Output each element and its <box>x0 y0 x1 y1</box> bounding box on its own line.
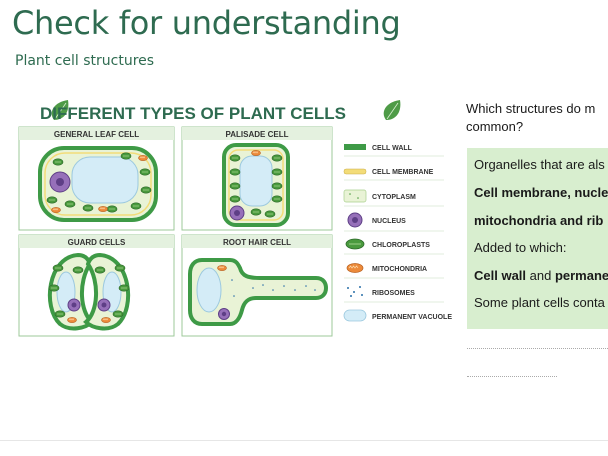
legend-label-cell-wall: CELL WALL <box>372 145 413 152</box>
answer-line-1: Organelles that are als <box>474 157 605 172</box>
panel-label-guard: GUARD CELLS <box>68 238 126 247</box>
answer-cell-wall: Cell wall <box>474 268 527 283</box>
answer-line-2: Cell membrane, nucle <box>474 185 608 200</box>
slide-subtitle: Plant cell structures <box>15 53 155 69</box>
legend: CELL WALL CELL MEMBRANE CYTOPLASM NUCLEU… <box>343 144 452 322</box>
answer-and: and <box>526 268 555 283</box>
panel-general-leaf-cell: GENERAL LEAF CELL <box>18 126 175 231</box>
plant-cells-figure: DIFFERENT TYPES OF PLANT CELLS GENERAL L… <box>18 100 452 337</box>
answer-box: Organelles that are als Cell membrane, n… <box>467 148 608 329</box>
legend-label-ribosomes: RIBOSOMES <box>372 290 415 297</box>
question-line-2: common? <box>466 119 524 134</box>
chloroplast-icon <box>345 238 365 250</box>
mitochondria-icon <box>346 263 364 273</box>
question-line-1: Which structures do m <box>466 101 596 116</box>
dotted-line-2 <box>467 376 557 377</box>
legend-label-nucleus: NUCLEUS <box>372 218 406 225</box>
question-text: Which structures do m common? <box>466 100 608 136</box>
figure-heading: DIFFERENT TYPES OF PLANT CELLS <box>40 104 346 123</box>
cell-wall-icon <box>344 144 366 150</box>
answer-line-3: mitochondria and rib <box>474 213 604 228</box>
legend-label-permanent-vacuole: PERMANENT VACUOLE <box>372 314 452 321</box>
answer-line-4: Added to which: <box>474 240 567 255</box>
leaf-left-icon <box>51 100 69 120</box>
panel-label-palisade: PALISADE CELL <box>226 130 289 139</box>
answer-line-6: Some plant cells conta <box>474 295 605 310</box>
cell-membrane-icon <box>343 168 367 175</box>
panel-label-leaf: GENERAL LEAF CELL <box>54 130 139 139</box>
cytoplasm-icon <box>343 189 367 203</box>
legend-label-cell-membrane: CELL MEMBRANE <box>372 169 434 176</box>
dotted-line-1 <box>467 348 608 349</box>
nucleus-icon <box>347 212 363 228</box>
slide-bottom-edge <box>0 440 608 441</box>
leaf-right-icon <box>383 100 401 120</box>
answer-permanent: permane <box>554 268 608 283</box>
panel-label-root: ROOT HAIR CELL <box>223 238 291 247</box>
ribosome-icon <box>347 286 363 297</box>
answer-line-5: Cell wall and permane <box>474 268 608 283</box>
legend-label-chloroplasts: CHLOROPLASTS <box>372 242 430 249</box>
vacuole-icon <box>343 309 367 322</box>
legend-label-mitochondria: MITOCHONDRIA <box>372 266 427 273</box>
panel-palisade-cell: PALISADE CELL <box>181 126 333 231</box>
legend-label-cytoplasm: CYTOPLASM <box>372 194 416 201</box>
panel-root-hair-cell: ROOT HAIR CELL <box>181 234 333 337</box>
slide-title: Check for understanding <box>12 4 401 42</box>
panel-guard-cells: GUARD CELLS <box>18 234 175 337</box>
